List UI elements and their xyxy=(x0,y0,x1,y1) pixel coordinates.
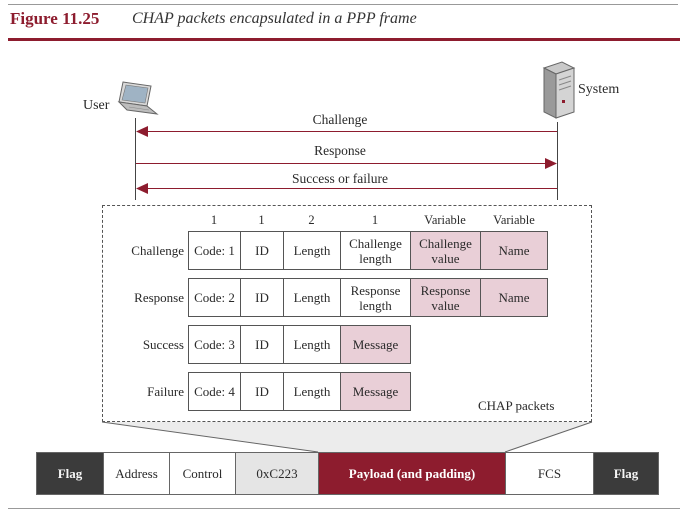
failure-code-cell: Code: 4 xyxy=(188,372,241,411)
arrowhead-right-icon xyxy=(545,158,557,169)
challenge-arrow xyxy=(146,131,557,132)
challenge-length-cell: Length xyxy=(283,231,341,270)
challenge-code-cell: Code: 1 xyxy=(188,231,241,270)
failure-length-cell: Length xyxy=(283,372,341,411)
arrowhead-left-icon xyxy=(136,183,148,194)
figure-number: Figure 11.25 xyxy=(10,9,100,28)
response-arrow xyxy=(136,163,546,164)
ppp-address: Address xyxy=(103,452,170,495)
field-size-name: Variable xyxy=(493,213,535,227)
challenge-name-cell: Name xyxy=(480,231,548,270)
challenge-length-field-cell: Challenge length xyxy=(340,231,411,270)
field-size-value: Variable xyxy=(424,213,466,227)
laptop-icon xyxy=(117,81,159,115)
top-rule xyxy=(8,4,678,5)
response-name-cell: Name xyxy=(480,278,548,317)
result-arrow xyxy=(146,188,557,189)
response-id-cell: ID xyxy=(240,278,284,317)
chap-packets-caption: CHAP packets xyxy=(478,398,555,413)
chap-packets-box xyxy=(102,205,592,422)
packet-label-failure: Failure xyxy=(147,384,184,399)
system-lifeline xyxy=(557,122,558,200)
response-value-cell: Response value xyxy=(410,278,481,317)
ppp-control: Control xyxy=(169,452,236,495)
challenge-id-cell: ID xyxy=(240,231,284,270)
bottom-rule xyxy=(8,508,680,509)
packet-label-success: Success xyxy=(142,337,184,352)
response-length-cell: Length xyxy=(283,278,341,317)
field-size-id: 1 xyxy=(258,213,265,227)
ppp-flag-start: Flag xyxy=(36,452,104,495)
challenge-value-cell: Challenge value xyxy=(410,231,481,270)
ppp-flag-end: Flag xyxy=(593,452,659,495)
arrowhead-left-icon xyxy=(136,126,148,137)
response-length-field-cell: Response length xyxy=(340,278,411,317)
response-code-cell: Code: 2 xyxy=(188,278,241,317)
success-message-cell: Message xyxy=(340,325,411,364)
system-label: System xyxy=(578,82,620,97)
field-size-value-length: 1 xyxy=(371,213,379,227)
ppp-payload: Payload (and padding) xyxy=(318,452,506,495)
field-size-code: 1 xyxy=(210,213,218,227)
result-message-label: Success or failure xyxy=(292,171,388,186)
user-label: User xyxy=(83,98,110,113)
user-lifeline xyxy=(135,118,136,200)
figure-title: CHAP packets encapsulated in a PPP frame xyxy=(132,10,417,27)
ppp-fcs: FCS xyxy=(505,452,594,495)
packet-label-challenge: Challenge xyxy=(131,243,184,258)
packet-label-response: Response xyxy=(134,290,184,305)
response-message-label: Response xyxy=(314,143,366,158)
title-rule xyxy=(8,38,680,41)
ppp-protocol: 0xC223 xyxy=(235,452,319,495)
field-size-length: 2 xyxy=(308,213,315,227)
challenge-message-label: Challenge xyxy=(312,112,368,127)
failure-message-cell: Message xyxy=(340,372,411,411)
success-length-cell: Length xyxy=(283,325,341,364)
server-icon xyxy=(542,61,576,119)
success-id-cell: ID xyxy=(240,325,284,364)
